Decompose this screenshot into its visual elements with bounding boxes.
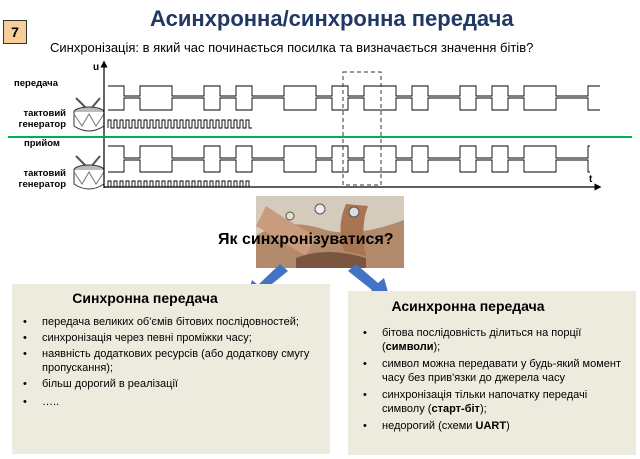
y-axis-label: u [93, 62, 100, 73]
sync-heading: Синхронна передача [72, 290, 218, 306]
receive-clock [107, 180, 252, 188]
sampling-window [342, 71, 382, 186]
hands-photo [256, 196, 404, 268]
sync-item-2: синхронізація через певні проміжки часу; [23, 332, 322, 346]
slide-number: 7 [3, 20, 27, 44]
receive-signal-2 [108, 159, 590, 173]
sync-box: Синхронна передача передача великих об'є… [12, 284, 330, 454]
sync-question: Як синхронізуватися? [218, 231, 394, 248]
transmit-signal-1 [108, 85, 600, 97]
async-item-2: символ можна передавати у будь-який моме… [363, 358, 630, 385]
async-box: Асинхронна передача бітова послідовність… [348, 291, 636, 455]
slide-title: Асинхронна/синхронна передача [150, 6, 514, 31]
sync-item-3: наявність додаткових ресурсів (або додат… [23, 348, 322, 375]
async-item-1: бітова послідовність ділиться на порції … [363, 327, 630, 354]
transmit-signal-2 [108, 97, 600, 111]
x-axis-label: t [589, 174, 593, 185]
clock-label-transmit: тактовий генератор [18, 108, 66, 130]
transmit-label: передача [14, 78, 58, 89]
clock-label-receive: тактовий генератор [18, 168, 66, 190]
async-heading: Асинхронна передача [391, 298, 545, 314]
arrow-right-icon [348, 264, 390, 299]
sync-item-4: більш дорогий в реалізації [23, 378, 322, 392]
receive-label: прийом [24, 138, 60, 149]
drum-icon-receive [70, 154, 108, 199]
transmit-clock [107, 119, 252, 129]
async-item-3: синхронізація тільки напочатку передачі … [363, 389, 630, 416]
receive-signal-1 [108, 145, 590, 159]
slide-subtitle: Синхронізація: в який час починається по… [50, 40, 534, 55]
async-item-4: недорогий (схеми UART) [363, 420, 630, 434]
sync-item-1: передача великих об'ємів бітових послідо… [23, 316, 322, 330]
timing-diagram [8, 60, 632, 191]
sync-item-5: ….. [23, 396, 322, 410]
